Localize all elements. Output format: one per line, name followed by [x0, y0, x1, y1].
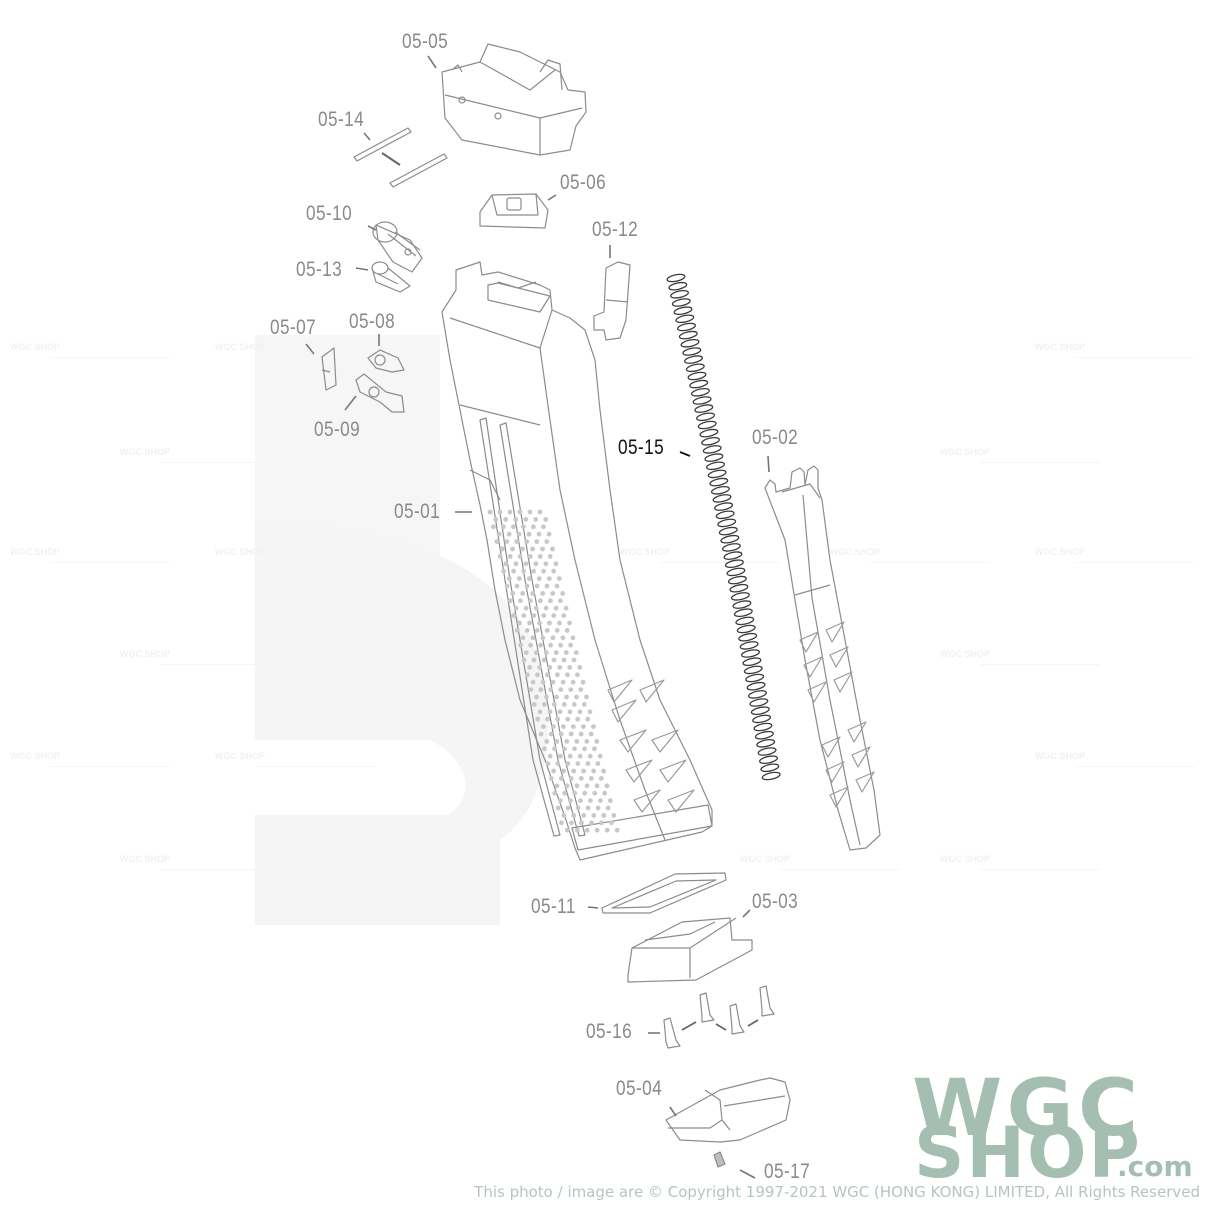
label-05-06: 05-06	[560, 171, 607, 194]
label-05-09: 05-09	[314, 418, 361, 441]
watermark-logo: WGC SHOP	[120, 649, 281, 665]
label-05-16: 05-16	[586, 1020, 633, 1043]
logo-line-wgc: WGC	[912, 1064, 1143, 1154]
part-05-16-screws	[663, 985, 775, 1049]
part-05-09-lever	[355, 373, 405, 413]
label-05-14: 05-14	[318, 108, 365, 131]
watermark-logo: WGC SHOP	[940, 447, 1101, 463]
label-05-15: 05-15	[618, 436, 665, 459]
part-05-15-spring	[666, 273, 781, 781]
part-05-04-base-plate	[665, 1077, 791, 1143]
part-05-03-base-insert	[627, 917, 753, 983]
part-05-07-catch	[321, 347, 337, 391]
watermark-logo: WGC SHOP	[215, 751, 376, 767]
watermark-logo: WGC SHOP	[940, 649, 1101, 665]
logo-line-shop: SHOP	[914, 1112, 1142, 1194]
part-05-10-valve	[372, 221, 423, 273]
leader-line-05-15	[679, 451, 691, 457]
part-05-02-liner	[764, 465, 881, 851]
leader-lines	[305, 55, 770, 1179]
label-05-03: 05-03	[752, 890, 799, 913]
watermark-logo: WGC SHOP	[1035, 547, 1196, 563]
part-05-14-pins	[353, 127, 448, 188]
copyright-notice: This photo / image are © Copyright 1997-…	[474, 1183, 1200, 1201]
part-05-12-follower	[593, 261, 631, 341]
label-05-04: 05-04	[616, 1077, 663, 1100]
watermark-logo: WGC SHOP	[10, 751, 171, 767]
watermark-logo: WGC SHOP	[940, 854, 1101, 870]
watermark-logo: WGC SHOP	[1035, 342, 1196, 358]
part-05-08-lever	[367, 349, 405, 373]
watermark-logo: WGC SHOP	[620, 547, 781, 563]
watermark-logo: WGC SHOP	[740, 854, 901, 870]
part-05-01-magazine-body	[441, 261, 713, 861]
label-05-02: 05-02	[752, 426, 799, 449]
label-05-05: 05-05	[402, 30, 449, 53]
watermark-logo: WGC SHOP	[10, 342, 171, 358]
part-05-13-screw	[371, 261, 411, 293]
part-05-06-cap	[479, 193, 549, 229]
watermark-logo: WGC SHOP	[215, 547, 376, 563]
part-05-11-gasket	[601, 872, 727, 914]
part-05-05-top-block	[441, 43, 587, 156]
part-05-17-set-screw	[713, 1151, 726, 1168]
watermark-logo: WGC SHOP	[830, 547, 991, 563]
logo-suffix: .com	[1117, 1150, 1193, 1183]
watermark-logo: WGC SHOP	[120, 854, 281, 870]
label-05-11: 05-11	[531, 895, 576, 918]
watermark-logo: WGC SHOP	[120, 447, 281, 463]
watermark-logo: WGC SHOP	[10, 547, 171, 563]
label-05-08: 05-08	[349, 310, 396, 333]
label-05-10: 05-10	[306, 202, 353, 225]
label-05-07: 05-07	[270, 316, 317, 339]
wgc-shop-logo: WGC SHOP .com	[912, 1070, 1212, 1188]
watermark-logo: WGC SHOP	[1035, 751, 1196, 767]
label-05-01: 05-01	[394, 500, 441, 523]
label-05-12: 05-12	[592, 218, 639, 241]
magazine-dimple-pattern	[487, 509, 620, 833]
watermark-logo: WGC SHOP	[215, 342, 376, 358]
label-05-17: 05-17	[764, 1160, 811, 1183]
label-05-13: 05-13	[296, 258, 343, 281]
